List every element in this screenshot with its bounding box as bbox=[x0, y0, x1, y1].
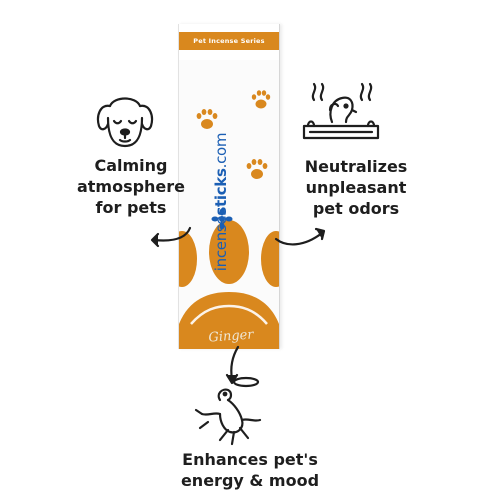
paw-print-icon bbox=[196, 109, 218, 129]
caption-line: for pets bbox=[95, 198, 167, 217]
left-curved-arrow-icon bbox=[150, 226, 192, 248]
incense-product-box: Pet Incense Series incensesticks.com Gin… bbox=[178, 24, 280, 349]
box-artwork bbox=[179, 90, 279, 349]
caption-line: energy & mood bbox=[180, 471, 320, 490]
caption-line: Enhances pet's bbox=[182, 450, 318, 469]
caption-line: unpleasant bbox=[305, 178, 407, 197]
calming-benefit-caption: Calming atmosphere for pets bbox=[66, 155, 196, 218]
brand-suffix: .com bbox=[212, 132, 230, 169]
series-label: Pet Incense Series bbox=[179, 32, 279, 50]
box-header: Pet Incense Series bbox=[179, 24, 279, 60]
right-curved-arrow-icon bbox=[274, 227, 326, 246]
caption-line: pet odors bbox=[312, 199, 400, 218]
brand-logo-text: incensesticks.com bbox=[211, 127, 233, 277]
caption-line: Neutralizes bbox=[304, 157, 408, 176]
large-paw-print-icon bbox=[179, 220, 279, 349]
dog-on-bed-odor-icon bbox=[302, 82, 380, 140]
brand-logo-icon bbox=[211, 208, 233, 230]
caption-line: Calming bbox=[94, 156, 168, 175]
paw-print-icon bbox=[251, 90, 271, 109]
paw-print-icon bbox=[246, 159, 268, 179]
jumping-dog-icon bbox=[194, 376, 262, 446]
energy-benefit-caption: Enhances pet's energy & mood bbox=[155, 449, 345, 491]
sleeping-dog-face-icon bbox=[96, 97, 154, 148]
down-curved-arrow-icon bbox=[225, 345, 240, 385]
odor-benefit-caption: Neutralizes unpleasant pet odors bbox=[291, 156, 421, 219]
caption-line: atmosphere bbox=[76, 177, 186, 196]
